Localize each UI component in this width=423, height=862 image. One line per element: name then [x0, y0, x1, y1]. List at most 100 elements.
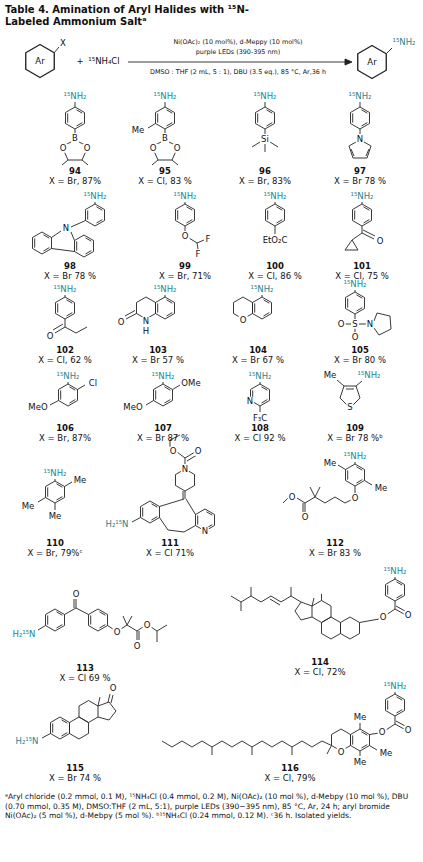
amine-label: ¹⁵NH₂ [83, 192, 108, 201]
atom-label: O [301, 513, 310, 522]
compound-number: 109 [345, 424, 365, 433]
yield-label: X = Cl, 83 % [137, 177, 193, 186]
atom-label: N [356, 135, 364, 144]
atom-label: N [181, 465, 189, 474]
amine-label: ¹⁵NH₂ [348, 92, 373, 101]
atom-label: S [351, 320, 358, 329]
atom-label: O [46, 332, 55, 341]
amine-label: ¹⁵NH₂ [383, 567, 408, 576]
atom-label: O [351, 494, 360, 503]
amine-label: ¹⁵NH₂ [153, 92, 178, 101]
atom-label: O [169, 447, 178, 456]
yield-label: X = Cl 69 % [59, 674, 112, 683]
atom-label: Me [374, 484, 389, 493]
yield-label: X = Br 78 %ᵇ [326, 434, 384, 443]
atom-label: O [72, 590, 81, 599]
compound-number: 94 [68, 167, 82, 176]
atom-label: O [109, 684, 118, 693]
amine-label: ¹⁵NH₂ [253, 92, 278, 101]
atom-label: O [143, 621, 152, 630]
atom-label: MeO [27, 403, 48, 412]
atom-label: X [59, 39, 67, 48]
atom-label: O [181, 232, 190, 241]
atom-label: Si [260, 135, 270, 144]
compound-number: 108 [250, 424, 270, 433]
compound-number: 111 [160, 539, 180, 548]
yield-label: X = Cl, 79% [264, 774, 317, 783]
atom-label: O [376, 237, 385, 246]
atom-label: F₃C [252, 414, 268, 423]
yield-label: X = Br, 87% [48, 177, 102, 186]
atom-label: O [288, 493, 297, 502]
amine-label: ¹⁵NH₂ [43, 469, 68, 478]
amine-label: ¹⁵NH₂ [392, 38, 417, 47]
compound-number: 104 [248, 346, 268, 355]
atom-label: O [378, 728, 387, 737]
compound-number: 106 [55, 424, 75, 433]
yield-label: X = Br 87 % [136, 434, 190, 443]
atom-label: F [195, 250, 202, 259]
amine-label: ¹⁵NH₂ [343, 280, 368, 289]
yield-label: X = Br 78 % [43, 272, 97, 281]
atom-label: O [404, 611, 413, 620]
yield-label: X = Cl, 62 % [37, 356, 93, 365]
atom-label: Cl [88, 379, 98, 388]
amine-label: ¹⁵NH₂ [63, 92, 88, 101]
compound-number: 116 [280, 764, 300, 773]
atom-label: O [337, 748, 346, 757]
atom-label: ¹⁵NH₄Cl [87, 57, 120, 66]
yield-label: X = Br 57 % [131, 356, 185, 365]
atom-label: O [149, 144, 158, 153]
compound-number: 99 [178, 262, 192, 271]
atom-label: O [404, 726, 413, 735]
amine-label: ¹⁵NH₂ [153, 285, 178, 294]
compound-number: 115 [65, 764, 85, 773]
amine-label: ¹⁵NH₂ [357, 371, 382, 380]
amine-label: ¹⁵NH₂ [53, 285, 78, 294]
atom-label: S [346, 403, 353, 412]
atom-label: Me [323, 459, 338, 468]
atom-label: O [83, 144, 92, 153]
yield-label: X = Br 74 % [48, 774, 102, 783]
atom-label: MeO [122, 403, 143, 412]
amine-label: ¹⁵NH₂ [248, 372, 273, 381]
yield-label: X = Cl 71% [145, 549, 195, 558]
atom-label: O [379, 613, 388, 622]
yield-label: X = Br, 71% [158, 272, 212, 281]
amine-label: ¹⁵NH₂ [263, 192, 288, 201]
compound-number: 114 [310, 658, 330, 667]
atom-label: Me [73, 476, 88, 485]
atom-label: N [142, 317, 150, 326]
compound-number: 110 [45, 539, 65, 548]
amine-label: ¹⁵NH₂ [343, 452, 368, 461]
compound-number: 96 [258, 167, 272, 176]
atom-label: OMe [180, 379, 201, 388]
atom-label: Ar [34, 57, 45, 66]
amine-label: H₂¹⁵N [105, 520, 130, 529]
atom-label: O [194, 447, 203, 456]
amine-label: H₂¹⁵N [15, 737, 40, 746]
table-footnote: ᵃAryl chloride (0.2 mmol, 0.1 M), ¹⁵NH₄C… [5, 792, 418, 821]
amine-label: ¹⁵NH₂ [151, 372, 176, 381]
compound-number: 112 [325, 539, 345, 548]
condition-text: purple LEDs (390-395 nm) [195, 49, 281, 55]
atom-label: O [239, 316, 248, 325]
compound-number: 102 [55, 346, 75, 355]
compound-number: 97 [353, 167, 367, 176]
compound-number: 103 [148, 346, 168, 355]
atom-label: N [201, 527, 209, 536]
compound-number: 113 [75, 664, 95, 673]
yield-label: X = Cl, 72% [294, 668, 347, 677]
condition-text: Ni(OAc)₂ (10 mol%), d-Meppy (10 mol%) [173, 39, 304, 45]
yield-label: X = Br, 87% [38, 434, 92, 443]
table-title: Table 4. Amination of Aryl Halides with … [5, 4, 255, 28]
atom-label: Me [21, 502, 36, 511]
amine-label: ¹⁵NH₂ [250, 285, 275, 294]
atom-label: N [246, 397, 254, 406]
atom-label: Me [323, 371, 338, 380]
atom-label: Me [379, 749, 394, 758]
yield-label: X = Br, 79%ᶜ [26, 549, 83, 558]
atom-label: Me [353, 713, 368, 722]
atom-label: O [173, 144, 182, 153]
